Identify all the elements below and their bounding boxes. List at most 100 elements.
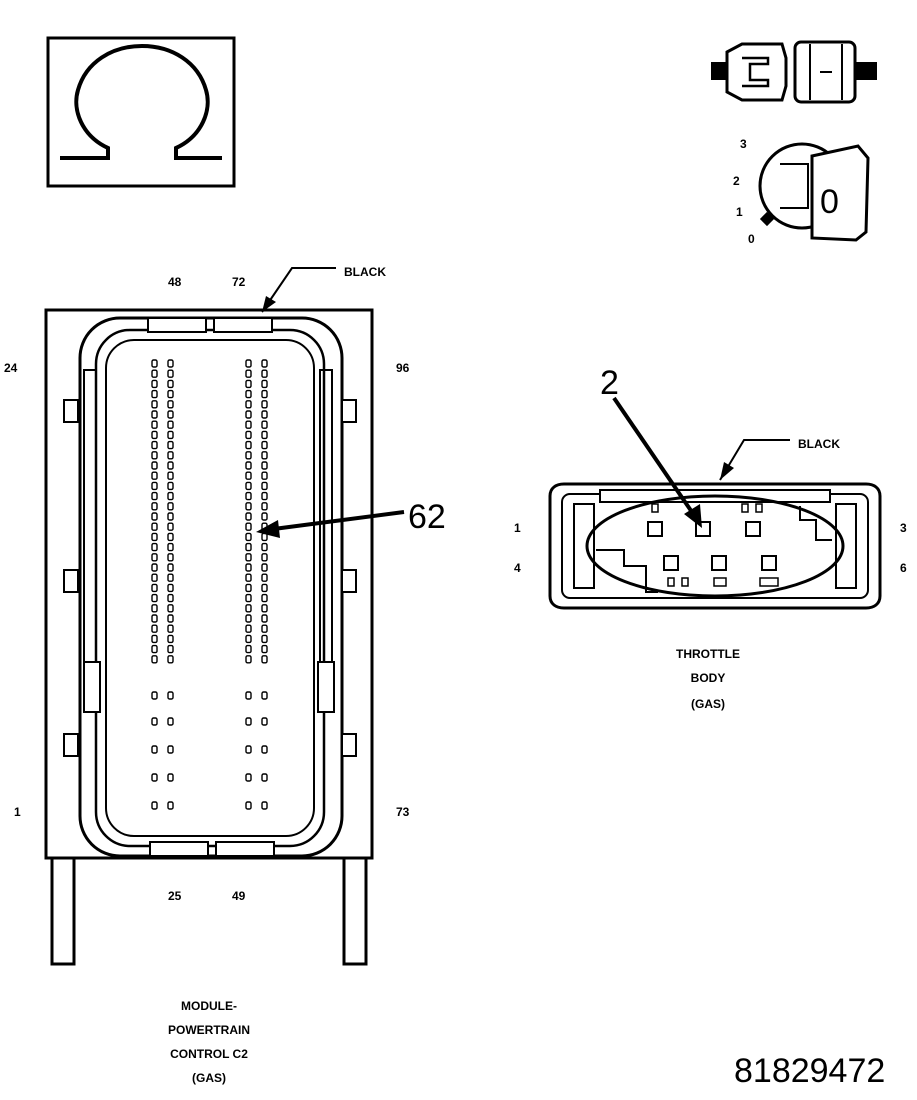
pin-cavity bbox=[151, 461, 158, 470]
ignition-key-icon: 3 2 1 0 0 bbox=[733, 137, 870, 246]
pcm-pin-label-1: 1 bbox=[14, 805, 21, 819]
pin-cavity bbox=[245, 717, 252, 726]
pin-cavity bbox=[245, 634, 252, 644]
pin-cavity bbox=[167, 522, 174, 531]
throttle-pin-label-4: 4 bbox=[514, 561, 521, 575]
pin-cavity bbox=[167, 379, 174, 389]
connector-disconnect-icon bbox=[711, 40, 877, 104]
pin-cavity bbox=[261, 691, 268, 700]
pin-cavity bbox=[167, 502, 174, 511]
pin-cavity bbox=[261, 583, 268, 593]
pin-cavity bbox=[261, 471, 268, 480]
pin-cavity bbox=[261, 655, 268, 664]
pin-cavity bbox=[245, 471, 252, 480]
throttle-body-connector bbox=[548, 482, 882, 610]
pin-cavity bbox=[261, 420, 268, 429]
pin-cavity bbox=[261, 563, 268, 572]
pin-cavity bbox=[151, 583, 158, 593]
pin-cavity bbox=[151, 481, 158, 491]
pin-cavity bbox=[167, 691, 174, 700]
pin-cavity bbox=[151, 563, 158, 572]
pin-cavity bbox=[245, 430, 252, 440]
pin-cavity bbox=[167, 593, 174, 603]
pin-cavity bbox=[245, 655, 252, 664]
pin-cavity bbox=[167, 532, 174, 542]
pcm-pin-label-96: 96 bbox=[396, 361, 410, 375]
pcm-pin-label-72: 72 bbox=[232, 275, 246, 289]
pin-cavity bbox=[245, 614, 252, 623]
pin-cavity bbox=[245, 542, 252, 552]
pcm-pin-label-49: 49 bbox=[232, 889, 246, 903]
pin-cavity bbox=[245, 573, 252, 582]
pin-cavity bbox=[261, 491, 268, 501]
pcm-caption-line-3: CONTROL C2 bbox=[170, 1047, 248, 1061]
throttle-pin-2-callout: 2 bbox=[600, 364, 702, 528]
pin-cavity bbox=[167, 614, 174, 623]
pcm-pin-label-48: 48 bbox=[168, 275, 182, 289]
pcm-pin-label-73: 73 bbox=[396, 805, 410, 819]
pin-cavity bbox=[167, 440, 174, 450]
pin-cavity bbox=[261, 593, 268, 603]
pin-cavity bbox=[167, 773, 174, 782]
pin-cavity bbox=[151, 410, 158, 419]
pin-cavity bbox=[167, 573, 174, 582]
pin-cavity bbox=[167, 553, 174, 562]
throttle-caption-line-1: THROTTLE bbox=[676, 647, 740, 661]
pin-cavity bbox=[245, 512, 252, 521]
pin-cavity bbox=[151, 359, 158, 368]
pin-cavity bbox=[167, 400, 174, 409]
pin-cavity bbox=[245, 359, 252, 368]
pin-cavity bbox=[261, 430, 268, 440]
pin-cavity bbox=[245, 481, 252, 491]
pcm-color-callout: BLACK bbox=[261, 265, 386, 313]
pin-cavity bbox=[167, 644, 174, 654]
pin-cavity bbox=[245, 644, 252, 654]
ignition-position-1: 1 bbox=[736, 205, 743, 219]
pin-cavity bbox=[245, 461, 252, 470]
pin-cavity bbox=[245, 369, 252, 378]
pin-cavity bbox=[245, 420, 252, 429]
pin-cavity bbox=[261, 389, 268, 399]
pcm-pin-cavities bbox=[151, 359, 268, 810]
pcm-caption-line-4: (GAS) bbox=[192, 1071, 226, 1085]
pin-cavity bbox=[261, 440, 268, 450]
pin-cavity bbox=[167, 655, 174, 664]
pin-cavity bbox=[245, 532, 252, 542]
pin-cavity bbox=[261, 369, 268, 378]
pin-cavity bbox=[151, 430, 158, 440]
throttle-caption-line-3: (GAS) bbox=[691, 697, 725, 711]
pin-cavity bbox=[261, 773, 268, 782]
pin-cavity bbox=[167, 717, 174, 726]
pin-cavity bbox=[245, 624, 252, 633]
pin-cavity bbox=[261, 553, 268, 562]
pcm-connector bbox=[44, 308, 374, 966]
pin-cavity bbox=[151, 634, 158, 644]
pin-cavity bbox=[261, 644, 268, 654]
pin-cavity bbox=[151, 389, 158, 399]
pin-cavity bbox=[151, 400, 158, 409]
pin-cavity bbox=[261, 745, 268, 754]
throttle-pin-label-6: 6 bbox=[900, 561, 907, 575]
pcm-pin-label-24: 24 bbox=[4, 361, 18, 375]
pin-cavity bbox=[167, 410, 174, 419]
pin-cavity bbox=[167, 389, 174, 399]
pin-cavity bbox=[167, 801, 174, 810]
throttle-caption-line-2: BODY bbox=[691, 671, 726, 685]
pin-cavity bbox=[151, 604, 158, 613]
pin-cavity bbox=[261, 801, 268, 810]
pin-cavity bbox=[245, 801, 252, 810]
pin-cavity bbox=[167, 745, 174, 754]
pin-cavity bbox=[151, 532, 158, 542]
pin-cavity bbox=[261, 502, 268, 511]
pin-cavity bbox=[261, 634, 268, 644]
pin-cavity bbox=[151, 522, 158, 531]
pin-cavity bbox=[245, 502, 252, 511]
pin-cavity bbox=[167, 604, 174, 613]
pin-cavity bbox=[261, 400, 268, 409]
pin-cavity bbox=[151, 471, 158, 480]
pin-cavity bbox=[151, 542, 158, 552]
pin-cavity bbox=[261, 410, 268, 419]
pin-cavity bbox=[151, 655, 158, 664]
pcm-color-label: BLACK bbox=[344, 265, 386, 279]
